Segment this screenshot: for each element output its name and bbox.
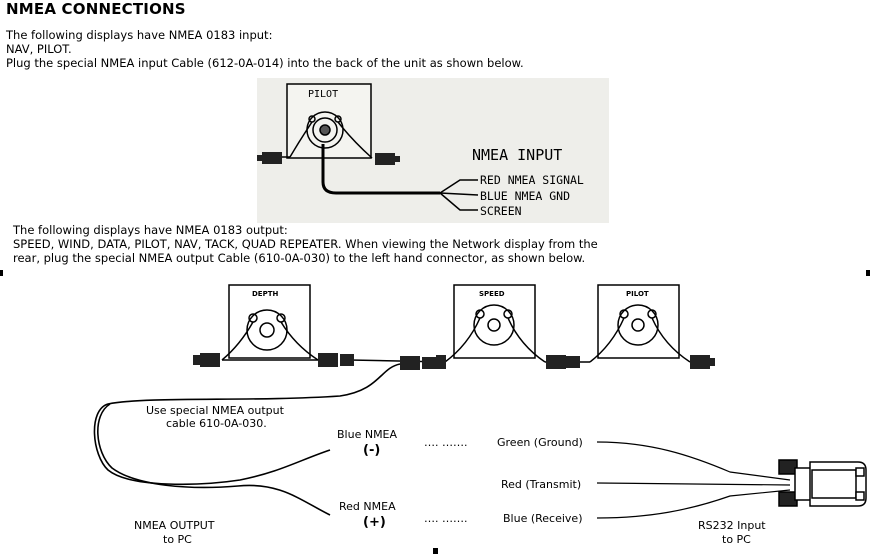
input-intro-line-3: Plug the special NMEA input Cable (612-0… <box>6 56 524 70</box>
pilot-input-unit <box>282 83 479 211</box>
nmea-output-cable <box>93 363 401 516</box>
unit-label-pilot: PILOT <box>626 290 649 298</box>
green-ground-label: Green (Ground) <box>497 436 583 449</box>
bus-connectors <box>193 353 715 370</box>
minus-label: (-) <box>363 443 381 458</box>
wire-label-blue-gnd: BLUE NMEA GND <box>480 189 571 203</box>
rs232-to-pc: to PC <box>722 533 751 546</box>
rs232-wires <box>596 441 791 519</box>
red-nmea-label: Red NMEA <box>339 500 396 513</box>
blue-nmea-label: Blue NMEA <box>337 428 398 441</box>
red-transmit-label: Red (Transmit) <box>501 478 582 491</box>
page-title: NMEA CONNECTIONS <box>6 0 186 18</box>
input-unit-label: PILOT <box>308 89 339 100</box>
cable-note-line-1: Use special NMEA output <box>146 404 284 417</box>
dots-upper: …. ……. <box>424 436 468 449</box>
output-intro-line-3: rear, plug the special NMEA output Cable… <box>13 251 586 265</box>
input-connector-right <box>375 153 400 165</box>
unit-label-speed: SPEED <box>479 290 505 298</box>
wire-label-red-signal: RED NMEA SIGNAL <box>480 173 584 187</box>
rs232-input-label: RS232 Input <box>698 519 766 532</box>
pilot-output-unit <box>589 284 691 363</box>
output-intro-line-1: The following displays have NMEA 0183 ou… <box>13 223 288 237</box>
db9-connector-icon <box>778 459 867 507</box>
cable-note-line-2: cable 610-0A-030. <box>166 417 267 430</box>
nmea-output-to-pc: to PC <box>163 533 192 546</box>
input-intro-line-1: The following displays have NMEA 0183 in… <box>6 28 273 42</box>
plus-label: (+) <box>363 515 386 530</box>
nmea-output-label: NMEA OUTPUT <box>134 519 215 532</box>
input-heading: NMEA INPUT <box>472 146 563 164</box>
wire-label-screen: SCREEN <box>480 204 522 218</box>
dots-lower: …. ……. <box>424 512 468 525</box>
blue-receive-label: Blue (Receive) <box>503 512 583 525</box>
input-connector-left <box>257 152 282 164</box>
output-intro-line-2: SPEED, WIND, DATA, PILOT, NAV, TACK, QUA… <box>13 237 598 251</box>
input-intro-line-2: NAV, PILOT. <box>6 42 72 56</box>
unit-label-depth: DEPTH <box>252 290 279 298</box>
speed-unit <box>444 284 546 363</box>
depth-unit <box>221 284 319 361</box>
